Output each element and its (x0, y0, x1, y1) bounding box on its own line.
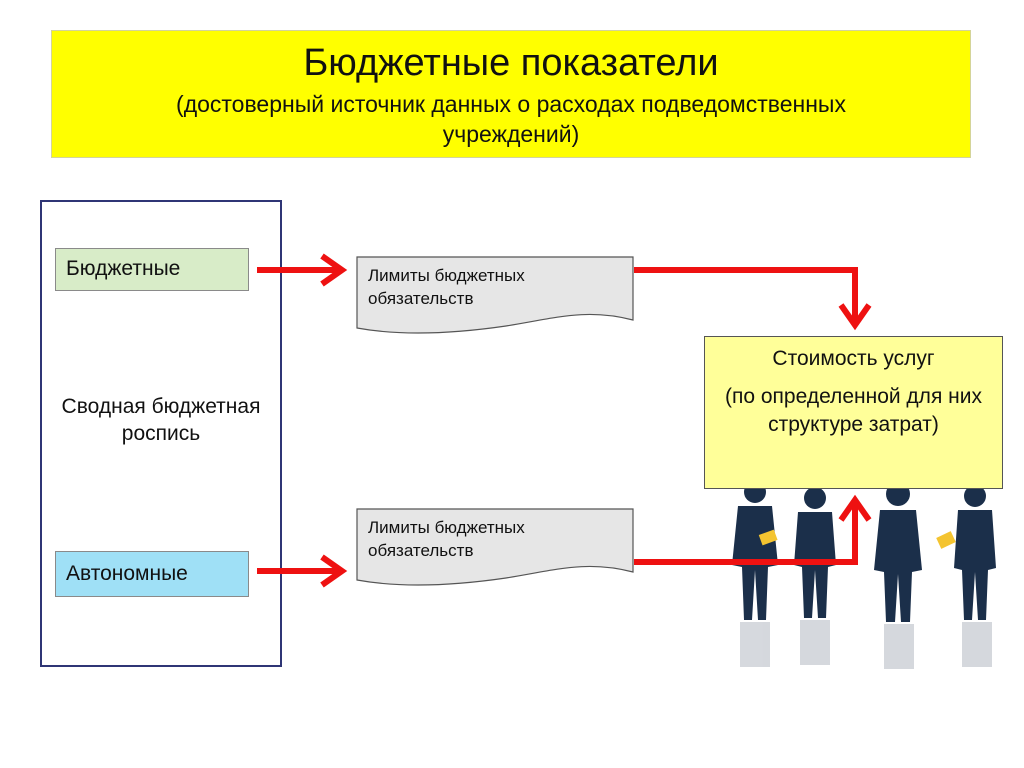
document-shape-icon (356, 256, 634, 334)
page-title: Бюджетные показатели (303, 42, 719, 84)
title-banner: Бюджетные показатели (достоверный источн… (51, 30, 971, 158)
consolidated-budget-label: Сводная бюджетная роспись (61, 395, 261, 445)
service-cost-subtitle: (по определенной для них структуре затра… (725, 385, 982, 436)
arrow-head-icon (320, 554, 348, 588)
service-cost-title: Стоимость услуг (772, 347, 935, 370)
budget-limits-document-1: Лимиты бюджетных обязательств (356, 256, 640, 336)
service-cost-box: Стоимость услуг (по определенной для них… (704, 336, 1003, 489)
page-subtitle: (достоверный источник данных о расходах … (176, 91, 846, 147)
budget-limits-document-2: Лимиты бюджетных обязательств (356, 508, 640, 588)
budget-institutions-tag: Бюджетные (55, 248, 249, 291)
arrow-limits-to-cost-top (634, 267, 858, 325)
document-label: Лимиты бюджетных обязательств (368, 518, 525, 560)
business-people-icon (732, 481, 996, 669)
document-shape-icon (356, 508, 634, 586)
document-label: Лимиты бюджетных обязательств (368, 266, 525, 308)
arrow-head-icon (320, 253, 348, 287)
arrow-head-icon (838, 303, 872, 331)
autonomous-institutions-tag: Автономные (55, 551, 249, 597)
